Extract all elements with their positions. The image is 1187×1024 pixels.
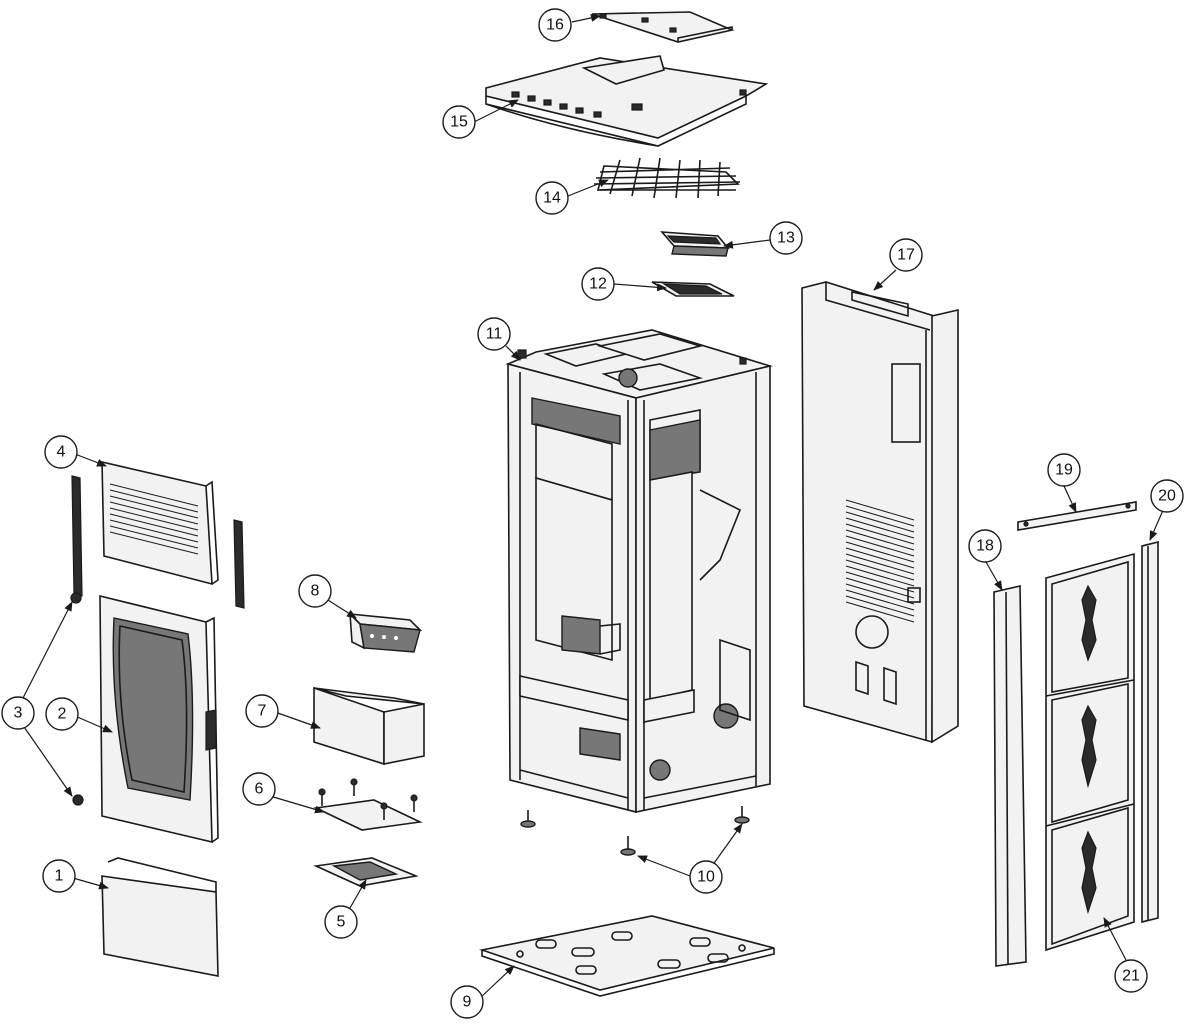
callout-20: 20	[1150, 479, 1184, 513]
part-17-right-side-panel	[801, 281, 959, 744]
part-12-bracket	[651, 281, 735, 297]
part-16-top-cover	[591, 11, 735, 43]
part-14-mesh-grid	[593, 157, 741, 199]
part-1-lower-panel	[101, 857, 219, 977]
part-6-plate-screws	[313, 778, 423, 831]
callout-11: 11	[477, 317, 511, 351]
callout-1: 1	[42, 859, 76, 893]
callout-5-label: 5	[337, 914, 346, 931]
part-19-strip	[1017, 501, 1137, 531]
callout-10-label: 10	[697, 869, 715, 886]
callout-17: 17	[889, 238, 923, 272]
callout-12-label: 12	[589, 276, 607, 293]
callout-10: 10	[689, 860, 723, 894]
callout-16-label: 16	[546, 17, 564, 34]
callout-8-label: 8	[311, 583, 320, 600]
part-2-door	[99, 594, 219, 844]
callout-3: 3	[1, 696, 35, 730]
callout-12: 12	[581, 267, 615, 301]
part-3-hinges	[70, 592, 84, 806]
part-18-corner-post	[993, 584, 1027, 967]
part-21-tiled-panel	[1045, 552, 1135, 952]
callout-21-label: 21	[1122, 968, 1140, 985]
main-body-frame	[505, 329, 774, 814]
part-9-base-plate	[478, 915, 775, 997]
callout-20-label: 20	[1158, 488, 1176, 505]
part-5-gasket-frame	[313, 857, 419, 887]
part-20-corner-post	[1141, 540, 1159, 924]
leader-lines	[21, 13, 1165, 999]
callout-17-label: 17	[897, 247, 915, 264]
callout-9: 9	[450, 985, 484, 1019]
callout-7-label: 7	[258, 703, 267, 720]
callout-2: 2	[45, 697, 79, 731]
callout-19: 19	[1047, 453, 1081, 487]
callout-8: 8	[298, 574, 332, 608]
callout-3-label: 3	[14, 705, 23, 722]
callout-7: 7	[245, 694, 279, 728]
callout-6: 6	[242, 772, 276, 806]
callout-18-label: 18	[976, 538, 994, 555]
callout-13: 13	[769, 221, 803, 255]
part-8-burner-pot	[347, 611, 423, 653]
part-4-grille-panel	[71, 460, 245, 609]
callout-14-label: 14	[543, 190, 561, 207]
callout-14: 14	[535, 181, 569, 215]
callout-15-label: 15	[450, 114, 468, 131]
callout-1-label: 1	[55, 868, 64, 885]
callout-18: 18	[968, 529, 1002, 563]
callout-15: 15	[442, 105, 476, 139]
part-13-small-box	[660, 231, 730, 257]
callout-19-label: 19	[1055, 462, 1073, 479]
callout-21: 21	[1114, 959, 1148, 993]
callout-2-label: 2	[58, 706, 67, 723]
callout-4: 4	[44, 435, 78, 469]
callout-9-label: 9	[463, 994, 472, 1011]
callout-13-label: 13	[777, 230, 795, 247]
part-15-top-panel	[485, 55, 769, 147]
callout-11-label: 11	[486, 326, 503, 343]
callout-16: 16	[538, 8, 572, 42]
part-7-ash-tray	[313, 686, 425, 766]
callout-5: 5	[324, 905, 358, 939]
part-10-feet	[520, 806, 750, 856]
callout-4-label: 4	[57, 444, 66, 461]
callout-6-label: 6	[255, 781, 264, 798]
